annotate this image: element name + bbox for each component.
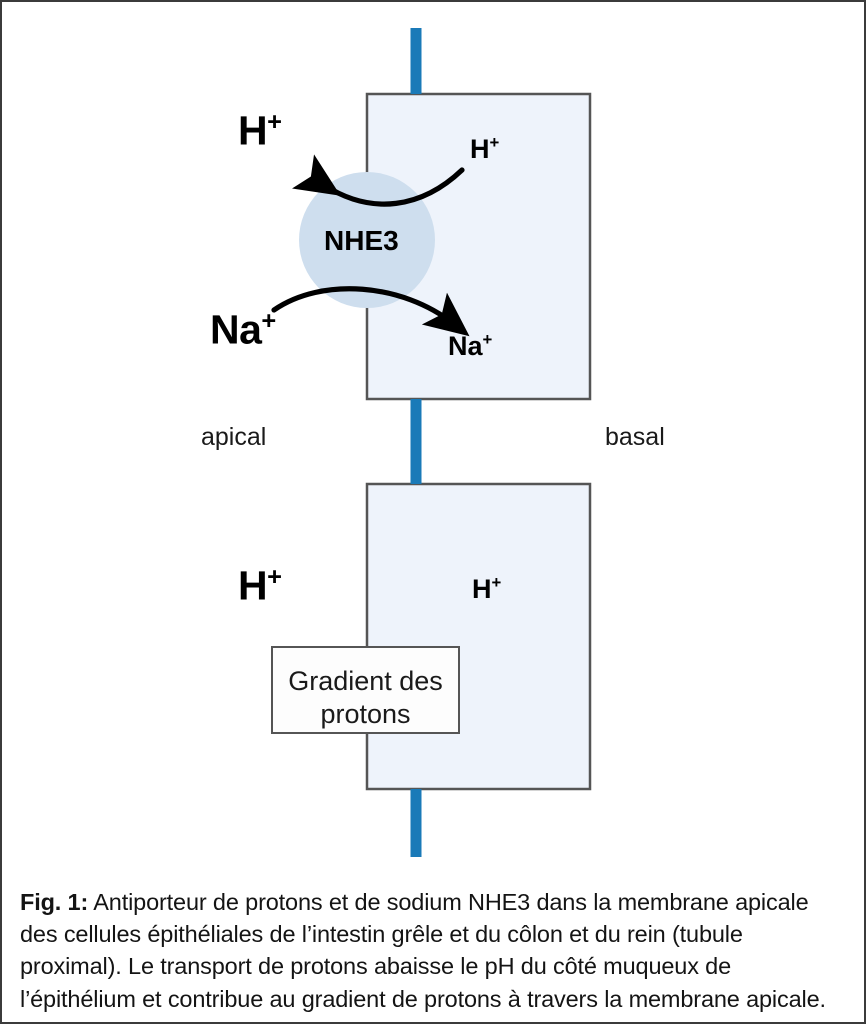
nhe3-transporter-label: NHE3 — [324, 225, 399, 256]
gradient-callout-box — [271, 646, 460, 734]
figure-caption-text: Antiporteur de protons et de sodium NHE3… — [20, 889, 826, 1012]
diagram-canvas: H+ H+ Na+ Na+ NHE3 apical basal H+ H+ Gr… — [2, 2, 864, 864]
charge-superscript: + — [267, 563, 282, 591]
basal-side-label: basal — [605, 423, 665, 451]
charge-superscript: + — [491, 573, 502, 592]
nhe3-transporter-circle — [299, 172, 435, 308]
lower-inside-proton-label: H+ — [472, 573, 502, 604]
figure-number: Fig. 1: — [20, 889, 89, 915]
upper-inside-sodium-label: Na+ — [448, 330, 493, 361]
charge-superscript: + — [267, 108, 282, 136]
proton-efflux-arrow — [292, 154, 465, 207]
diagram-svg — [271, 28, 592, 857]
apical-side-label: apical — [201, 423, 267, 451]
lower-cell-box — [365, 482, 592, 791]
charge-superscript: + — [489, 133, 500, 152]
gradient-callout-line-1: Gradient des — [288, 666, 443, 696]
upper-outside-sodium-label: Na+ — [210, 306, 276, 353]
charge-superscript: + — [482, 330, 493, 349]
charge-superscript: + — [261, 307, 276, 335]
gradient-callout-line-2: protons — [320, 699, 411, 730]
gradient-callout-text: Gradient des protons — [272, 665, 459, 732]
upper-inside-proton-label: H+ — [470, 133, 500, 164]
sodium-influx-arrow — [271, 286, 470, 337]
figure-caption: Fig. 1: Antiporteur de protons et de sod… — [20, 886, 840, 1015]
lower-outside-proton-label: H+ — [238, 562, 282, 609]
upper-outside-proton-label: H+ — [238, 107, 282, 154]
